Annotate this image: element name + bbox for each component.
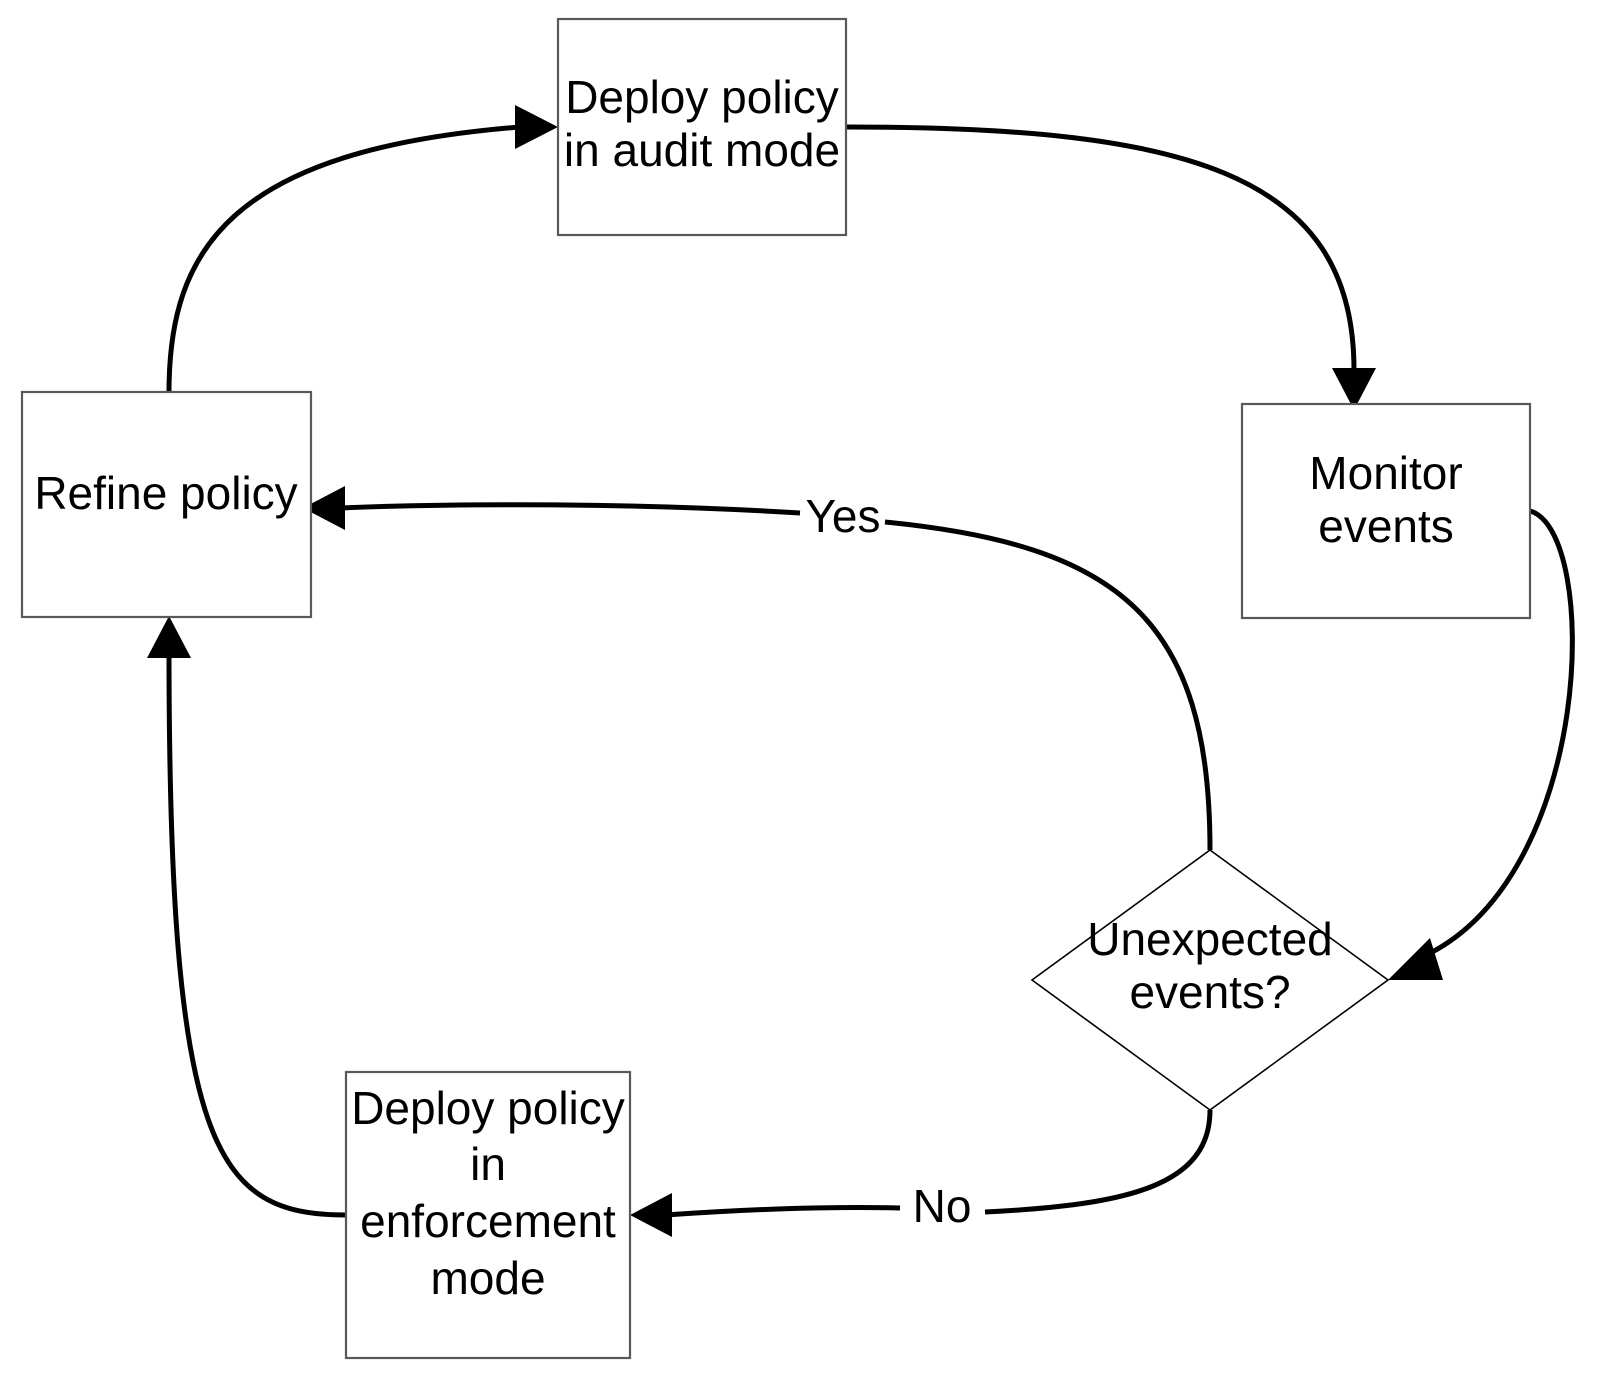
edge-refine-to-deploy-audit xyxy=(166,105,558,393)
arrowhead-into-monitor-events xyxy=(1332,368,1376,410)
edge-label-yes: Yes xyxy=(805,490,880,542)
node-label-deploy-enforcement-line1: Deploy policy xyxy=(351,1082,625,1134)
node-unexpected-events-decision[interactable]: Unexpected events? xyxy=(1030,849,1390,1111)
edge-path-decision-no-left xyxy=(664,1204,901,1218)
arrowhead-into-decision xyxy=(1388,938,1443,980)
edge-path-enforcement-to-refine xyxy=(166,649,347,1218)
node-monitor-events[interactable]: Monitor events xyxy=(1240,402,1532,620)
node-box-deploy-audit[interactable] xyxy=(556,17,848,237)
arrowhead-into-deploy-audit xyxy=(515,105,558,149)
edge-decision-yes-to-refine xyxy=(303,486,1213,851)
node-box-deploy-enforcement[interactable] xyxy=(344,1070,632,1360)
node-label-deploy-enforcement-line2: in xyxy=(470,1138,506,1190)
node-deploy-policy-enforcement-mode[interactable]: Deploy policy in enforcement mode xyxy=(344,1070,632,1360)
node-label-refine-policy: Refine policy xyxy=(34,467,297,519)
edge-path-decision-no-right xyxy=(984,1109,1213,1215)
edge-path-monitor-to-decision xyxy=(1418,508,1575,961)
edge-path-decision-yes-lower xyxy=(339,502,801,516)
edge-monitor-to-decision xyxy=(1388,508,1575,980)
edge-label-no: No xyxy=(913,1180,972,1232)
arrowhead-into-deploy-enforcement xyxy=(630,1193,672,1237)
node-label-monitor-events-line1: Monitor xyxy=(1309,447,1462,499)
edge-enforcement-to-refine xyxy=(147,616,347,1218)
node-label-deploy-enforcement-line3: enforcement xyxy=(360,1195,616,1247)
node-label-unexpected-events-line1: Unexpected xyxy=(1087,913,1333,965)
edge-decision-no-to-enforcement xyxy=(630,1109,1213,1237)
node-label-monitor-events-line2: events xyxy=(1318,500,1454,552)
node-box-refine-policy[interactable] xyxy=(20,390,313,619)
node-deploy-policy-audit-mode[interactable]: Deploy policy in audit mode xyxy=(556,17,848,237)
node-label-unexpected-events-line2: events? xyxy=(1129,966,1290,1018)
edge-deploy-audit-to-monitor xyxy=(845,124,1376,410)
node-diamond-unexpected-events[interactable] xyxy=(1030,849,1390,1111)
node-refine-policy[interactable]: Refine policy xyxy=(20,390,313,619)
node-label-deploy-audit-line1: Deploy policy xyxy=(565,71,839,123)
node-label-deploy-audit-line2: in audit mode xyxy=(564,124,840,176)
edge-path-decision-yes-upper xyxy=(884,519,1213,851)
node-label-deploy-enforcement-line4: mode xyxy=(430,1252,545,1304)
arrowhead-into-refine-policy-bottom xyxy=(147,616,191,658)
arrowhead-into-refine-policy-yes xyxy=(303,486,345,530)
edge-path-deploy-audit-to-monitor xyxy=(845,124,1357,371)
edge-path-refine-to-deploy-audit xyxy=(166,124,521,393)
node-box-monitor-events[interactable] xyxy=(1240,402,1532,620)
